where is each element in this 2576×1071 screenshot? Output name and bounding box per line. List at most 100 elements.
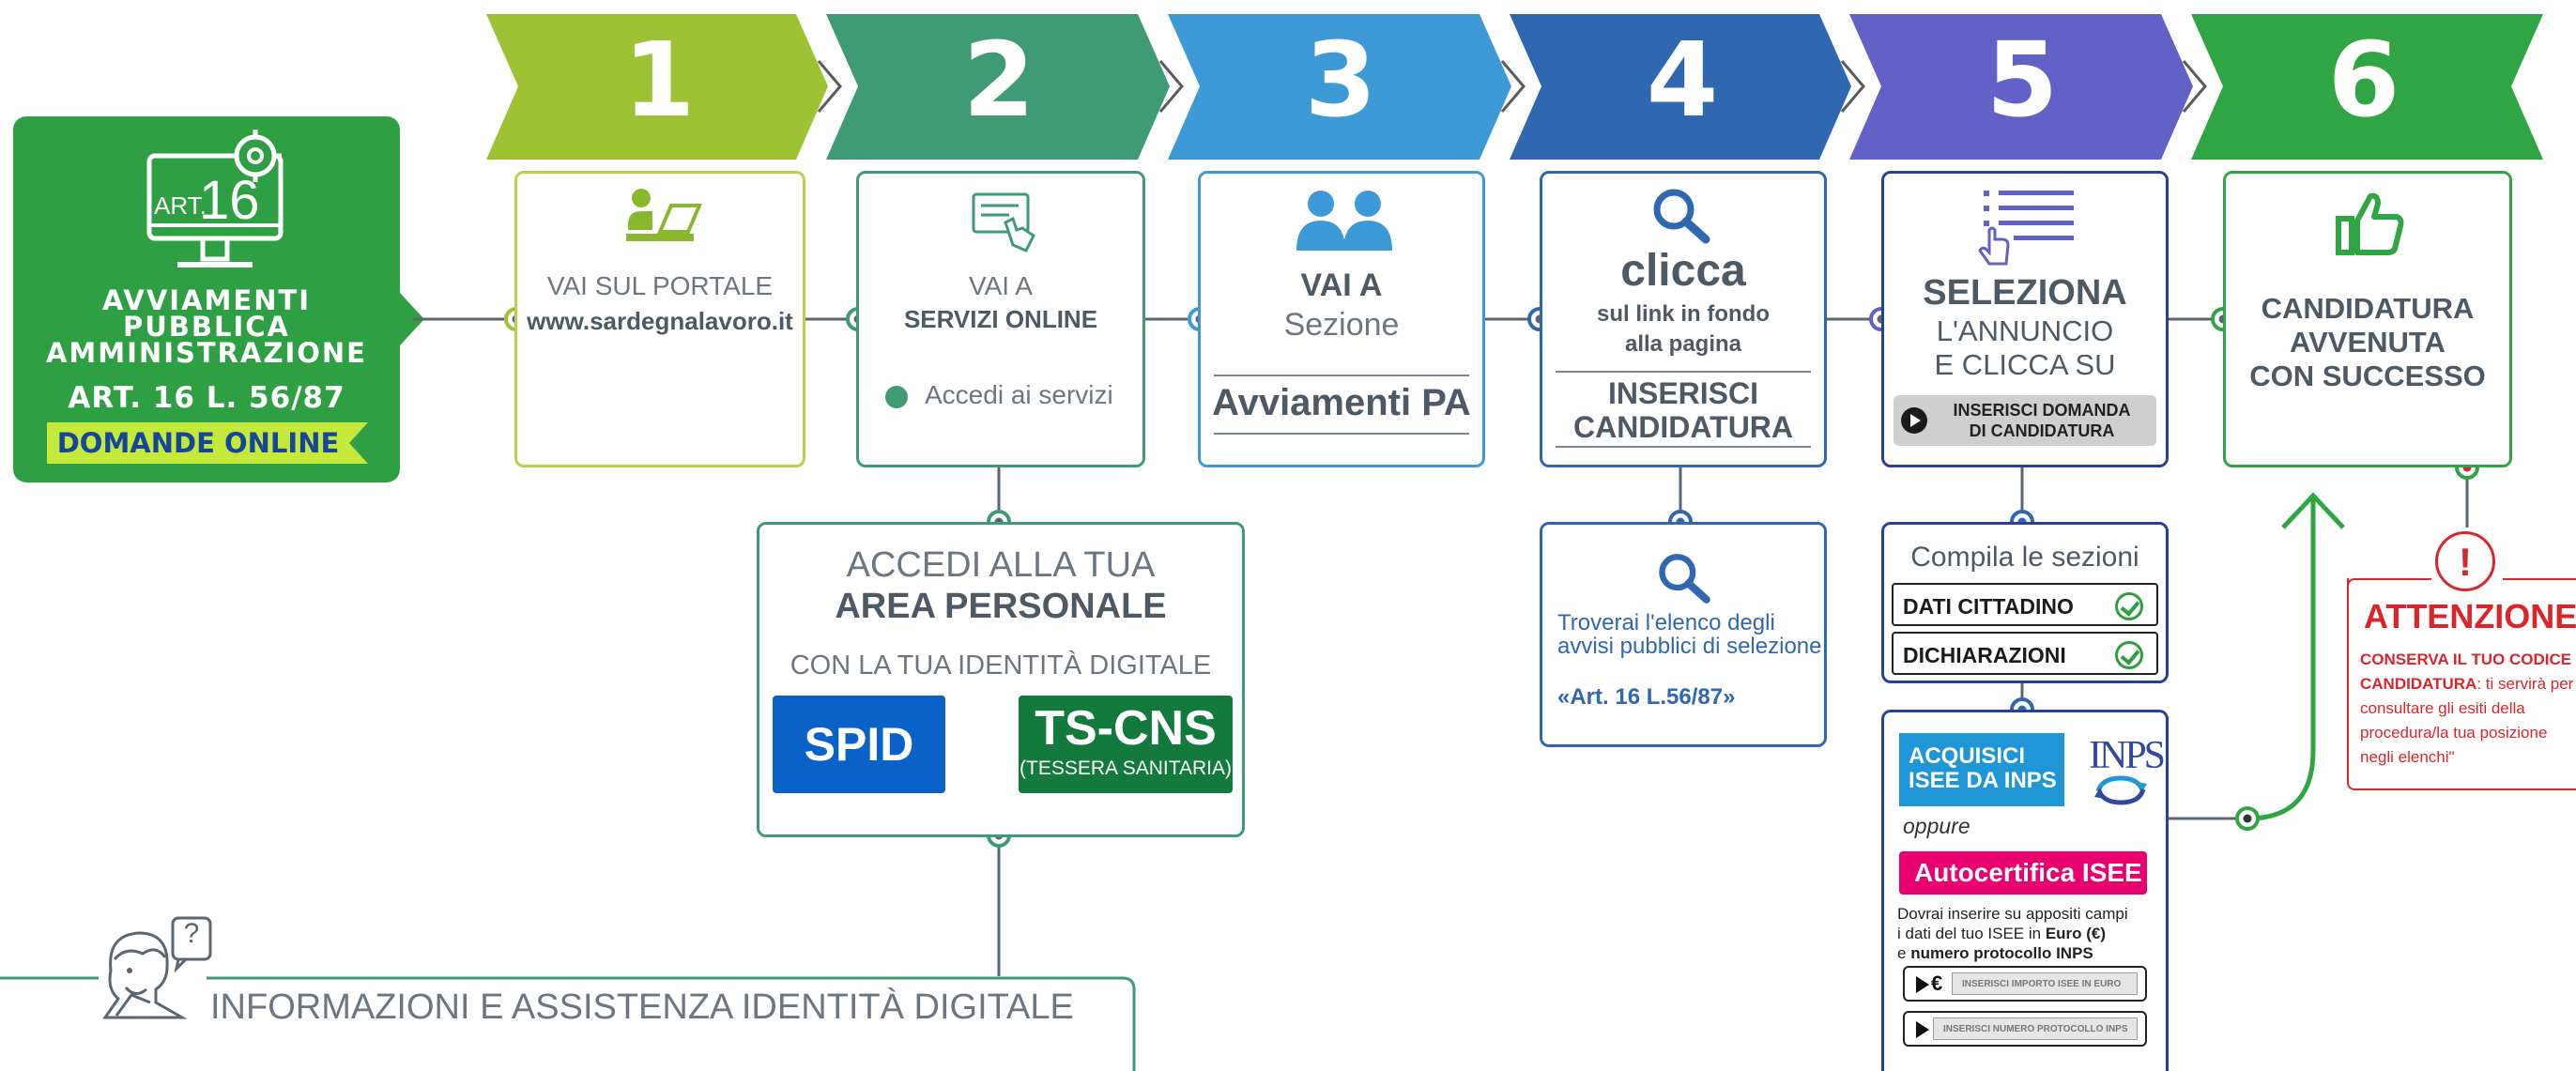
- art-label: ART.: [154, 191, 207, 220]
- access-subtitle: CON LA TUA IDENTITÀ DIGITALE: [790, 650, 1212, 681]
- or-label: oppure: [1903, 814, 1970, 838]
- step-text: L'ANNUNCIO: [1936, 314, 2114, 347]
- field-placeholder: INSERISCI IMPORTO ISEE IN EURO: [1952, 972, 2138, 995]
- play-icon: [1916, 1021, 1929, 1038]
- step-text: clicca: [1620, 246, 1746, 296]
- check-icon: [2115, 641, 2143, 669]
- sections-title: Compila le sezioni: [1910, 542, 2139, 573]
- portal-link[interactable]: www.sardegnalavoro.it: [527, 307, 793, 335]
- users-icon: [1296, 191, 1392, 251]
- isee-amount-field[interactable]: € INSERISCI IMPORTO ISEE IN EURO: [1903, 966, 2147, 1002]
- online-banner: DOMANDE ONLINE: [56, 427, 340, 459]
- button-text: INSERISCI DOMANDA: [1953, 401, 2131, 420]
- step-text: VAI A: [1300, 268, 1383, 303]
- spid-label: SPID: [804, 718, 914, 771]
- insert-candidacy-link[interactable]: INSERISCI: [1607, 376, 1759, 410]
- step-number: 3: [1304, 20, 1377, 140]
- tscns-button[interactable]: TS-CNS (TESSERA SANITARIA): [1019, 696, 1233, 793]
- step-text: alla pagina: [1624, 331, 1742, 357]
- inps-arrows-icon: [2094, 775, 2147, 805]
- section-label: DICHIARAZIONI: [1903, 643, 2066, 667]
- acquire-label: ISEE DA INPS: [1909, 768, 2057, 793]
- acquire-isee-button[interactable]: ACQUISICI ISEE DA INPS: [1899, 733, 2064, 806]
- step-text: CON SUCCESSO: [2249, 360, 2486, 392]
- inps-logo: INPS: [2089, 734, 2166, 777]
- title-line: AVVIAMENTI: [101, 284, 312, 316]
- list-pointer-icon: [1978, 191, 2074, 266]
- title-line: AMMINISTRAZIONE: [45, 337, 367, 369]
- step-text: Sezione: [1283, 307, 1400, 343]
- isee-description: Dovrai inserire su appositi campi i dati…: [1897, 905, 2128, 962]
- tscns-sublabel: (TESSERA SANITARIA): [1020, 757, 1232, 779]
- play-icon: [1901, 407, 1927, 434]
- section-label: DATI CITTADINO: [1903, 594, 2074, 619]
- insert-candidacy-link[interactable]: CANDIDATURA: [1572, 410, 1794, 444]
- sections-box: Compila le sezioni DATI CITTADINO DICHIA…: [1881, 522, 2169, 683]
- chevron-3: [1168, 14, 1511, 160]
- banner-shape: [47, 422, 368, 464]
- computer-art16-icon: [146, 130, 284, 268]
- search-result-ref: «Art. 16 L.56/87»: [1557, 684, 1736, 710]
- spid-button[interactable]: SPID: [773, 696, 945, 793]
- check-icon: [2115, 592, 2143, 620]
- step-1-box: VAI SUL PORTALE www.sardegnalavoro.it: [514, 171, 805, 467]
- art-number: 16: [199, 170, 260, 231]
- chevron-5: [1849, 14, 2193, 160]
- access-title: AREA PERSONALE: [835, 587, 1167, 626]
- magnifier-icon: [1659, 554, 1710, 604]
- step-text: AVVENUTA: [2290, 326, 2446, 359]
- access-title: ACCEDI ALLA TUA: [846, 545, 1156, 585]
- question-mark: ?: [183, 918, 200, 949]
- acquire-label: ACQUISICI: [1909, 743, 2026, 769]
- alert-icon: !: [2435, 531, 2495, 591]
- chevron-6: [2191, 14, 2543, 160]
- thumbs-up-icon: [2336, 192, 2404, 255]
- search-result-text: Troverai l'elenco degli avvisi pubblici …: [1557, 610, 1822, 659]
- play-icon: [1916, 976, 1929, 993]
- services-link[interactable]: SERVIZI ONLINE: [903, 305, 1098, 333]
- section-dati-cittadino[interactable]: DATI CITTADINO: [1892, 583, 2158, 626]
- step-text: VAI SUL PORTALE: [546, 271, 774, 300]
- step-5-box: SELEZIONA L'ANNUNCIO E CLICCA SU INSERIS…: [1881, 171, 2169, 467]
- step-text: CANDIDATURA: [2261, 292, 2475, 325]
- insert-application-button[interactable]: INSERISCI DOMANDA DI CANDIDATURA: [1894, 395, 2156, 446]
- person-laptop-icon: [626, 189, 703, 241]
- chevron-4: [1510, 14, 1851, 160]
- title-card: ART. 16 AVVIAMENTI PUBBLICA AMMINISTRAZI…: [13, 116, 400, 482]
- step-text: VAI A: [969, 271, 1033, 300]
- personal-area-box: ACCEDI ALLA TUA AREA PERSONALE CON LA TU…: [757, 522, 1245, 837]
- step-2-box: VAI A SERVIZI ONLINE Accedi ai servizi: [856, 171, 1145, 467]
- step-text: SELEZIONA: [1923, 273, 2127, 313]
- section-dichiarazioni[interactable]: DICHIARAZIONI: [1892, 632, 2158, 675]
- online-services-hand-icon: [972, 192, 1035, 252]
- inps-protocol-field[interactable]: INSERISCI NUMERO PROTOCOLLO INPS: [1903, 1011, 2147, 1047]
- magnifier-icon: [1653, 189, 1710, 244]
- section-link[interactable]: Avviamenti PA: [1212, 382, 1471, 423]
- alert-box: [2347, 578, 2576, 790]
- title-law: ART. 16 L. 56/87: [68, 381, 345, 415]
- search-result-box: Troverai l'elenco degli avvisi pubblici …: [1540, 522, 1827, 747]
- access-services-option[interactable]: Accedi ai servizi: [925, 380, 1113, 409]
- step-4-box: clicca sul link in fondo alla pagina INS…: [1540, 171, 1827, 467]
- chevron-row: [486, 14, 2543, 160]
- chevron-1: [486, 14, 828, 160]
- step-number: 4: [1646, 20, 1719, 140]
- title-line: PUBBLICA: [122, 311, 290, 343]
- step-number: 1: [622, 20, 696, 140]
- alert-title: ATTENZIONE: [2364, 597, 2576, 635]
- person-question-icon: [102, 916, 212, 1019]
- help-link[interactable]: INFORMAZIONI E ASSISTENZA IDENTITÀ DIGIT…: [210, 987, 1074, 1027]
- euro-symbol: €: [1931, 972, 1943, 995]
- button-text: DI CANDIDATURA: [1969, 421, 2115, 440]
- radio-dot: [885, 386, 908, 408]
- chevron-2: [826, 14, 1170, 160]
- step-text: sul link in fondo: [1597, 301, 1770, 327]
- self-certify-label: Autocertifica ISEE: [1914, 858, 2142, 887]
- step-3-box: VAI A Sezione Avviamenti PA: [1198, 171, 1485, 467]
- alert-text: CONSERVA IL TUO CODICE CANDIDATURA: ti s…: [2360, 650, 2574, 766]
- step-number: 5: [1986, 20, 2059, 140]
- step-number: 6: [2327, 20, 2400, 140]
- self-certify-isee-button[interactable]: Autocertifica ISEE: [1899, 851, 2147, 895]
- tscns-label: TS-CNS: [1035, 701, 1217, 756]
